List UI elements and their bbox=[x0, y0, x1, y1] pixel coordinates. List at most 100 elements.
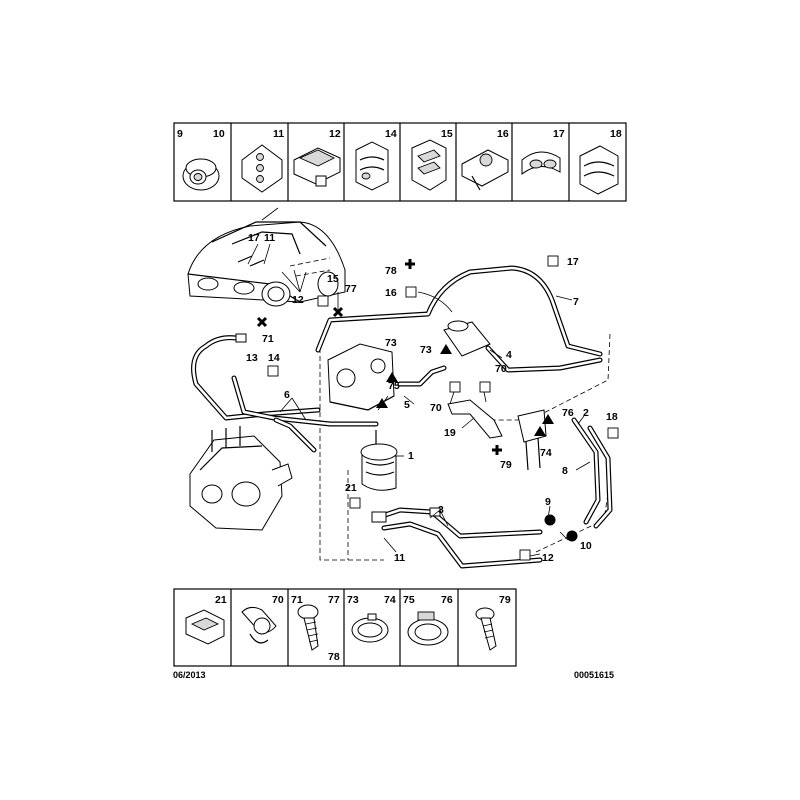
screw-hose-clamp-part-icon bbox=[407, 611, 449, 646]
callout-7: 7 bbox=[573, 296, 579, 308]
leader-lines bbox=[247, 243, 591, 557]
callout-numbers: 17 11 12 15 77 71 13 14 6 73 75 5 1 21 7… bbox=[246, 232, 618, 564]
callout-4: 4 bbox=[506, 349, 512, 361]
hose-clamp-clip-part-icon bbox=[461, 149, 509, 191]
clip-11-drawing bbox=[371, 511, 387, 523]
top-cell-8-number: 18 bbox=[610, 128, 622, 140]
triple-clip-part-icon bbox=[241, 144, 283, 193]
callout-15: 15 bbox=[327, 273, 339, 285]
callout-car-11: 11 bbox=[264, 232, 275, 244]
top-cell-1-left-number: 9 bbox=[177, 128, 183, 140]
top-cell-4-number: 14 bbox=[385, 128, 397, 140]
callout-21: 21 bbox=[345, 482, 357, 494]
dot-marker-10 bbox=[566, 530, 578, 542]
callout-18: 18 bbox=[606, 411, 618, 423]
square-marker-14 bbox=[267, 365, 279, 377]
callout-1: 1 bbox=[408, 450, 414, 462]
callout-70a: 70 bbox=[430, 402, 442, 414]
car-outline bbox=[187, 207, 346, 307]
bolt-screw-part-icon bbox=[297, 604, 319, 651]
top-cell-7-number: 17 bbox=[553, 128, 565, 140]
tank-sender-drawing bbox=[517, 409, 547, 471]
callout-78: 78 bbox=[385, 265, 397, 277]
hose-clamp-part-icon bbox=[351, 613, 389, 643]
diagram-reference-number: 00051615 bbox=[574, 670, 615, 680]
bottom-cell-5-left-number: 75 bbox=[403, 594, 415, 606]
callout-12b: 12 bbox=[542, 552, 554, 564]
bottom-cell-4-left-number: 73 bbox=[347, 594, 359, 606]
callout-symbols bbox=[256, 255, 619, 561]
bottom-cell-1-number: 21 bbox=[215, 594, 227, 606]
top-parts-strip: 9 10 11 12 14 15 16 17 18 bbox=[173, 122, 627, 202]
callout-79: 79 bbox=[500, 459, 512, 471]
bottom-cell-4-right-number: 74 bbox=[384, 594, 396, 606]
cross-marker-77 bbox=[332, 306, 344, 318]
callout-77: 77 bbox=[345, 283, 357, 295]
clip-3-drawing bbox=[429, 507, 441, 517]
top-cell-5-number: 15 bbox=[441, 128, 453, 140]
top-cell-1-right-number: 10 bbox=[213, 128, 225, 140]
square-marker-17 bbox=[547, 255, 559, 267]
square-marker-15 bbox=[317, 295, 329, 307]
callout-9: 9 bbox=[545, 496, 551, 508]
callout-73b: 73 bbox=[420, 344, 432, 356]
callout-70b: 70 bbox=[495, 363, 507, 375]
callout-car-17: 17 bbox=[248, 232, 260, 244]
square-marker-21 bbox=[349, 497, 361, 509]
engine-frame-outline bbox=[319, 340, 384, 561]
injection-pump-drawing bbox=[189, 426, 293, 531]
triangle-marker-74 bbox=[534, 426, 546, 436]
callout-3: 3 bbox=[438, 504, 444, 516]
cross-marker-71 bbox=[256, 316, 268, 328]
top-cell-6-number: 16 bbox=[497, 128, 509, 140]
callout-71: 71 bbox=[262, 333, 274, 345]
square-marker-70b bbox=[479, 381, 491, 393]
callout-8: 8 bbox=[562, 465, 568, 477]
spring-clip-part-icon bbox=[185, 609, 225, 645]
triangle-marker-76 bbox=[542, 414, 554, 424]
dot-marker-9 bbox=[544, 514, 556, 526]
quick-connector-part-icon bbox=[241, 606, 277, 644]
twin-pipe-clip-part-icon bbox=[579, 145, 619, 195]
square-marker-18 bbox=[607, 427, 619, 439]
callout-11b: 11 bbox=[394, 552, 405, 564]
square-marker-16 bbox=[405, 286, 417, 298]
callout-19: 19 bbox=[444, 427, 456, 439]
callout-2: 2 bbox=[583, 407, 589, 419]
callout-74: 74 bbox=[540, 447, 552, 459]
inline-filter-drawing bbox=[443, 320, 491, 357]
callout-car-12: 12 bbox=[292, 294, 304, 306]
bracket-clip-part-icon bbox=[293, 147, 341, 187]
bottom-parts-strip: 21 70 71 77 78 73 74 75 76 79 bbox=[173, 588, 517, 667]
bottom-cell-3-extra-number: 78 bbox=[328, 651, 340, 663]
top-cell-3-number: 12 bbox=[329, 128, 341, 140]
callout-76: 76 bbox=[562, 407, 574, 419]
callout-73a: 73 bbox=[385, 337, 397, 349]
bottom-cell-6-number: 79 bbox=[499, 594, 511, 606]
cross-marker-78 bbox=[405, 259, 415, 269]
triangle-marker-75 bbox=[376, 398, 388, 408]
bottom-cell-2-number: 70 bbox=[272, 594, 284, 606]
callout-14: 14 bbox=[268, 352, 280, 364]
callout-6: 6 bbox=[284, 389, 290, 401]
callout-75: 75 bbox=[388, 380, 400, 392]
support-bracket-drawing bbox=[447, 399, 503, 439]
bottom-cell-3-right-number: 77 bbox=[328, 594, 340, 606]
clip-13-drawing bbox=[235, 333, 247, 343]
triangle-marker-73b bbox=[440, 344, 452, 354]
grommet-part-icon bbox=[182, 158, 220, 191]
pipe-clip-part-icon bbox=[521, 151, 561, 176]
square-marker-70a bbox=[449, 381, 461, 393]
diagram-date: 06/2013 bbox=[173, 670, 206, 680]
self-tapping-screw-part-icon bbox=[475, 607, 497, 651]
fuel-filter-drawing bbox=[360, 430, 398, 491]
intake-housing-drawing bbox=[327, 343, 395, 411]
stacked-clip-part-icon bbox=[411, 139, 447, 191]
cross-marker-79 bbox=[492, 445, 502, 455]
square-marker-12 bbox=[519, 549, 531, 561]
triangle-marker-73a bbox=[386, 372, 398, 382]
callout-5: 5 bbox=[404, 399, 410, 411]
callout-13: 13 bbox=[246, 352, 258, 364]
bottom-cell-3-left-number: 71 bbox=[291, 594, 303, 606]
